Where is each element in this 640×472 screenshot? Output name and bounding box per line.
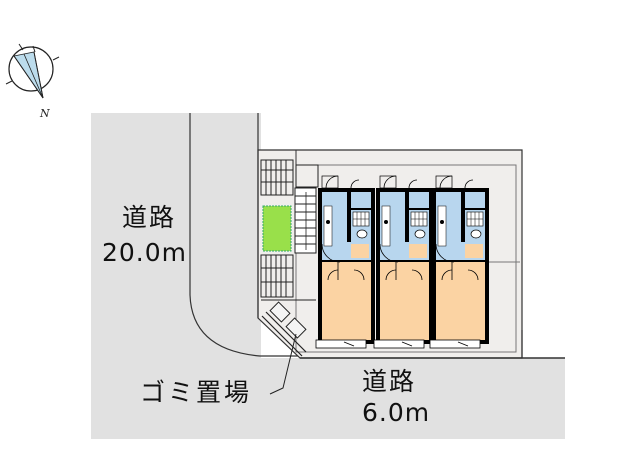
- road-bottom: [91, 358, 565, 439]
- bottom-road-width: 6.0m: [362, 398, 431, 427]
- compass-icon: [5, 43, 60, 99]
- garden: [262, 205, 292, 252]
- left-road-name: 道路: [122, 203, 177, 232]
- garbage-area-leader-line: [269, 333, 297, 395]
- bottom-road-name: 道路: [362, 367, 417, 396]
- unit-2: [373, 175, 433, 349]
- staircase: [294, 164, 319, 254]
- garbage-area-label: ゴミ置場: [140, 378, 253, 407]
- left-road-width: 20.0m: [102, 238, 188, 267]
- bicycle-parking-top: [260, 159, 294, 196]
- compass-north-label: N: [39, 107, 50, 120]
- unit-1: [315, 175, 375, 349]
- road-curb-curve: [189, 294, 300, 357]
- garbage-area: [261, 301, 307, 357]
- unit-3: [429, 175, 489, 349]
- bicycle-parking-bottom: [260, 254, 316, 301]
